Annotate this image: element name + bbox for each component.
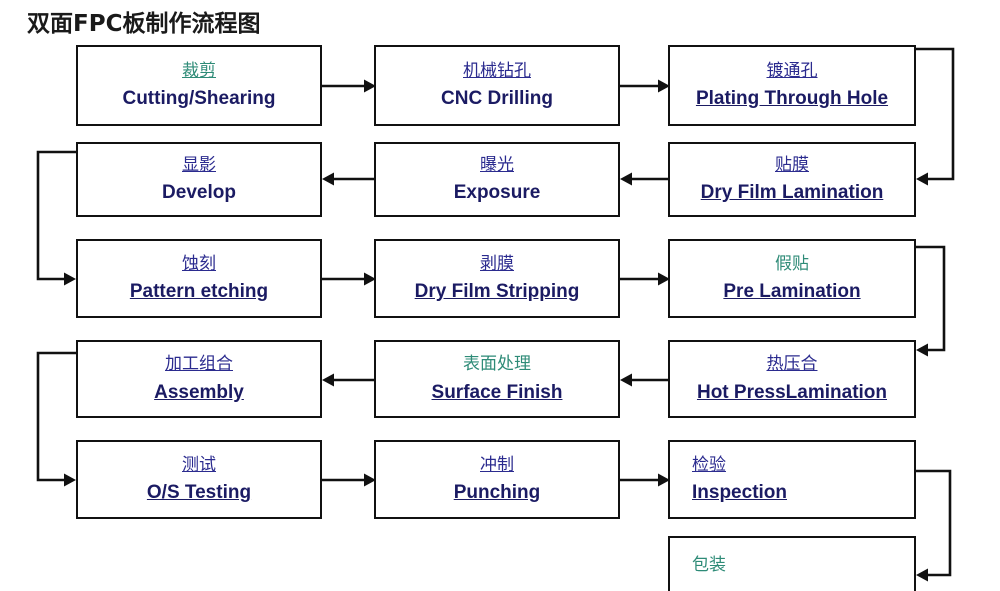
node-dry-film-lamination[interactable]: 贴膜 Dry Film Lamination: [668, 142, 916, 217]
node-hot-press-lamination[interactable]: 热压合 Hot PressLamination: [668, 340, 916, 418]
node-surface-finish[interactable]: 表面处理 Surface Finish: [374, 340, 620, 418]
node-inspection-cn: 检验: [692, 454, 726, 475]
edge-punching-to-inspection: [620, 473, 670, 487]
node-assembly-en: Assembly: [154, 381, 244, 403]
edge-inspection-to-packing: [916, 469, 952, 582]
node-cutting-cn: 裁剪: [182, 60, 216, 81]
node-drilling-en: CNC Drilling: [441, 88, 553, 110]
node-develop-en: Develop: [162, 182, 236, 204]
node-ostesting-cn: 测试: [182, 454, 216, 475]
edge-prelam-to-hotpress: [916, 245, 946, 357]
edge-hotpress-to-surface: [620, 373, 668, 387]
node-drilling-cn: 机械钻孔: [463, 60, 531, 81]
node-os-testing[interactable]: 测试 O/S Testing: [76, 440, 322, 519]
node-pth-en: Plating Through Hole: [695, 88, 889, 110]
node-dry-film-stripping[interactable]: 剥膜 Dry Film Stripping: [374, 239, 620, 318]
node-punching-cn: 冲制: [480, 454, 514, 475]
node-cutting[interactable]: 裁剪 Cutting/Shearing: [76, 45, 322, 126]
node-packing[interactable]: 包装: [668, 536, 916, 591]
edge-surface-to-assembly: [322, 373, 374, 387]
node-pattern-etching[interactable]: 蚀刻 Pattern etching: [76, 239, 322, 318]
node-etching-en: Pattern etching: [129, 281, 269, 303]
node-inspection[interactable]: 检验 Inspection: [668, 440, 916, 519]
node-punching[interactable]: 冲制 Punching: [374, 440, 620, 519]
node-surface-cn: 表面处理: [463, 354, 531, 375]
node-assembly-cn: 加工组合: [165, 354, 233, 375]
edge-pth-to-dryfilmlam: [916, 47, 955, 186]
node-plating-through-hole[interactable]: 镀通孔 Plating Through Hole: [668, 45, 916, 126]
node-exposure-cn: 曝光: [480, 154, 514, 175]
node-stripping-cn: 剥膜: [480, 253, 514, 274]
node-drilling[interactable]: 机械钻孔 CNC Drilling: [374, 45, 620, 126]
edge-ostesting-to-punching: [322, 473, 376, 487]
page-title: 双面FPC板制作流程图: [27, 11, 261, 37]
node-stripping-en: Dry Film Stripping: [414, 281, 580, 303]
node-prelam-en: Pre Lamination: [723, 281, 861, 303]
node-develop-cn: 显影: [182, 154, 216, 175]
node-ostesting-en: O/S Testing: [146, 482, 252, 504]
node-packing-cn: 包装: [692, 555, 726, 575]
node-hotpress-cn: 热压合: [766, 354, 818, 375]
edge-stripping-to-prelam: [620, 272, 670, 286]
node-pre-lamination[interactable]: 假贴 Pre Lamination: [668, 239, 916, 318]
edge-etching-to-stripping: [322, 272, 376, 286]
node-assembly[interactable]: 加工组合 Assembly: [76, 340, 322, 418]
edge-exposure-to-develop: [322, 172, 374, 186]
node-develop[interactable]: 显影 Develop: [76, 142, 322, 217]
edge-develop-to-etching: [36, 150, 76, 286]
node-surface-en: Surface Finish: [431, 381, 563, 403]
node-pth-cn: 镀通孔: [766, 60, 818, 81]
node-dryfilmlam-cn: 贴膜: [775, 154, 809, 175]
node-dryfilmlam-en: Dry Film Lamination: [700, 182, 884, 204]
edge-assembly-to-ostesting: [36, 351, 76, 487]
edge-drilling-to-pth: [620, 79, 670, 93]
node-etching-cn: 蚀刻: [182, 253, 216, 274]
node-prelam-cn: 假贴: [775, 253, 809, 274]
edge-dryfilmlam-to-exposure: [620, 172, 668, 186]
node-hotpress-en: Hot PressLamination: [696, 381, 888, 403]
node-cutting-en: Cutting/Shearing: [122, 88, 276, 110]
node-punching-en: Punching: [453, 482, 541, 504]
edge-cutting-to-drilling: [322, 79, 376, 93]
node-exposure-en: Exposure: [453, 182, 541, 204]
node-inspection-en: Inspection: [692, 482, 788, 504]
node-exposure[interactable]: 曝光 Exposure: [374, 142, 620, 217]
